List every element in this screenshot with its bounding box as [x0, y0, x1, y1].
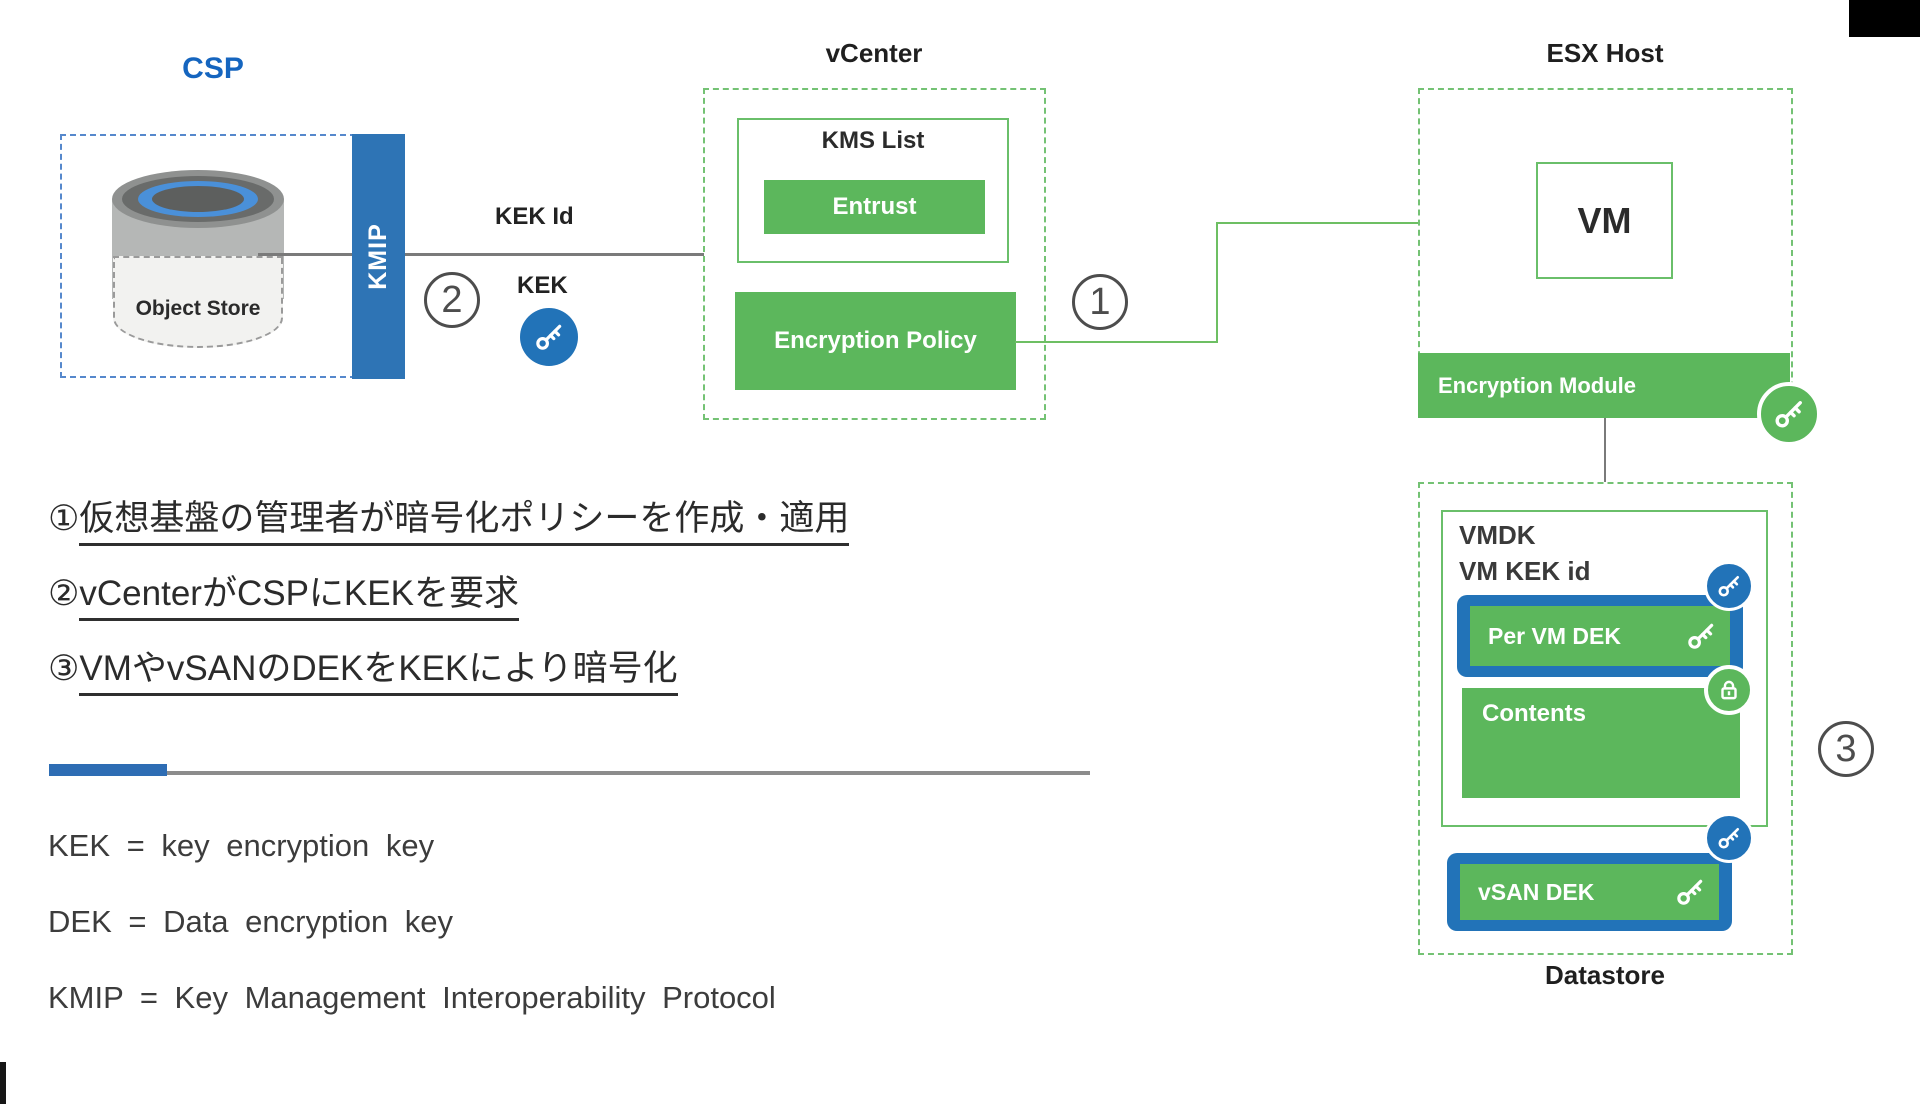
- object-store-label: Object Store: [135, 297, 261, 320]
- step-annotation-1-text: 仮想基盤の管理者が暗号化ポリシーを作成・適用: [79, 499, 850, 546]
- legend-kek: KEK = key encryption key: [48, 828, 435, 863]
- vmdk-label: VMDK: [1459, 520, 1536, 550]
- datastore-container: [1418, 482, 1793, 955]
- per-vm-dek-box: Per VM DEK: [1457, 595, 1743, 677]
- step-annotation-2-text: vCenterがCSPにKEKを要求: [79, 574, 519, 621]
- kms-entry-entrust: Entrust: [764, 180, 985, 234]
- divider-line: [167, 771, 1090, 775]
- step-2-badge: 2: [424, 272, 480, 328]
- csp-label: CSP: [182, 52, 244, 85]
- kek-id-label: KEK Id: [495, 203, 574, 230]
- step-annotation-1: ①仮想基盤の管理者が暗号化ポリシーを作成・適用: [48, 490, 850, 546]
- legend-dek: DEK = Data encryption key: [48, 904, 454, 939]
- vm-kek-key-icon: [1704, 561, 1754, 611]
- kek-key-icon: [520, 308, 578, 366]
- vm-box: VM: [1536, 162, 1673, 279]
- legend-kmip: KMIP = Key Management Interoperability P…: [48, 980, 776, 1015]
- per-vm-dek-key-icon: [1688, 623, 1714, 649]
- vsan-dek-inner: vSAN DEK: [1460, 864, 1719, 920]
- per-vm-dek-label: Per VM DEK: [1488, 622, 1621, 649]
- vcenter-container: [703, 88, 1046, 420]
- step-annotation-2-num: ②: [48, 574, 80, 613]
- vsan-dek-key-icon: [1677, 879, 1703, 905]
- kmip-bar: KMIP: [352, 134, 405, 379]
- datastore-title: Datastore: [1545, 960, 1665, 990]
- object-store-section: Object Store: [113, 256, 283, 348]
- vsan-dek-label: vSAN DEK: [1478, 878, 1595, 905]
- encryption-module-bar: Encryption Module: [1418, 353, 1790, 418]
- kmip-bar-label: KMIP: [364, 223, 392, 290]
- step-annotation-1-num: ①: [48, 499, 80, 538]
- divider-accent: [49, 764, 167, 776]
- module-datastore-connector: [1604, 418, 1606, 482]
- policy-connector-line: [1015, 341, 1218, 343]
- vm-kek-id-label: VM KEK id: [1459, 556, 1591, 586]
- kek-label: KEK: [517, 272, 568, 299]
- policy-connector-line: [1216, 222, 1218, 343]
- step-annotation-3-num: ③: [48, 649, 80, 688]
- step-annotation-3: ③VMやvSANのDEKをKEKにより暗号化: [48, 640, 678, 696]
- step-1-badge: 1: [1072, 274, 1128, 330]
- vcenter-title: vCenter: [825, 38, 923, 68]
- vsan-dek-box: vSAN DEK: [1447, 853, 1732, 931]
- vsan-kek-key-icon: [1704, 813, 1754, 863]
- black-edge-mark: [0, 1062, 6, 1104]
- lock-icon: [1704, 665, 1754, 715]
- black-corner-block: [1849, 0, 1920, 37]
- contents-box: Contents: [1462, 688, 1740, 798]
- step-annotation-2: ②vCenterがCSPにKEKを要求: [48, 565, 519, 621]
- cylinder-top-center: [152, 186, 244, 212]
- policy-connector-line: [1216, 222, 1418, 224]
- kek-connector-line: [258, 253, 704, 256]
- esx-host-title: ESX Host: [1546, 38, 1664, 68]
- per-vm-dek-inner: Per VM DEK: [1470, 606, 1730, 666]
- encryption-policy-box: Encryption Policy: [735, 292, 1016, 390]
- module-key-icon: [1757, 382, 1821, 446]
- object-store-cylinder-icon: Object Store: [112, 170, 284, 350]
- kms-list-title: KMS List: [821, 127, 925, 154]
- step-3-badge: 3: [1818, 721, 1874, 777]
- step-annotation-3-text: VMやvSANのDEKをKEKにより暗号化: [79, 649, 678, 696]
